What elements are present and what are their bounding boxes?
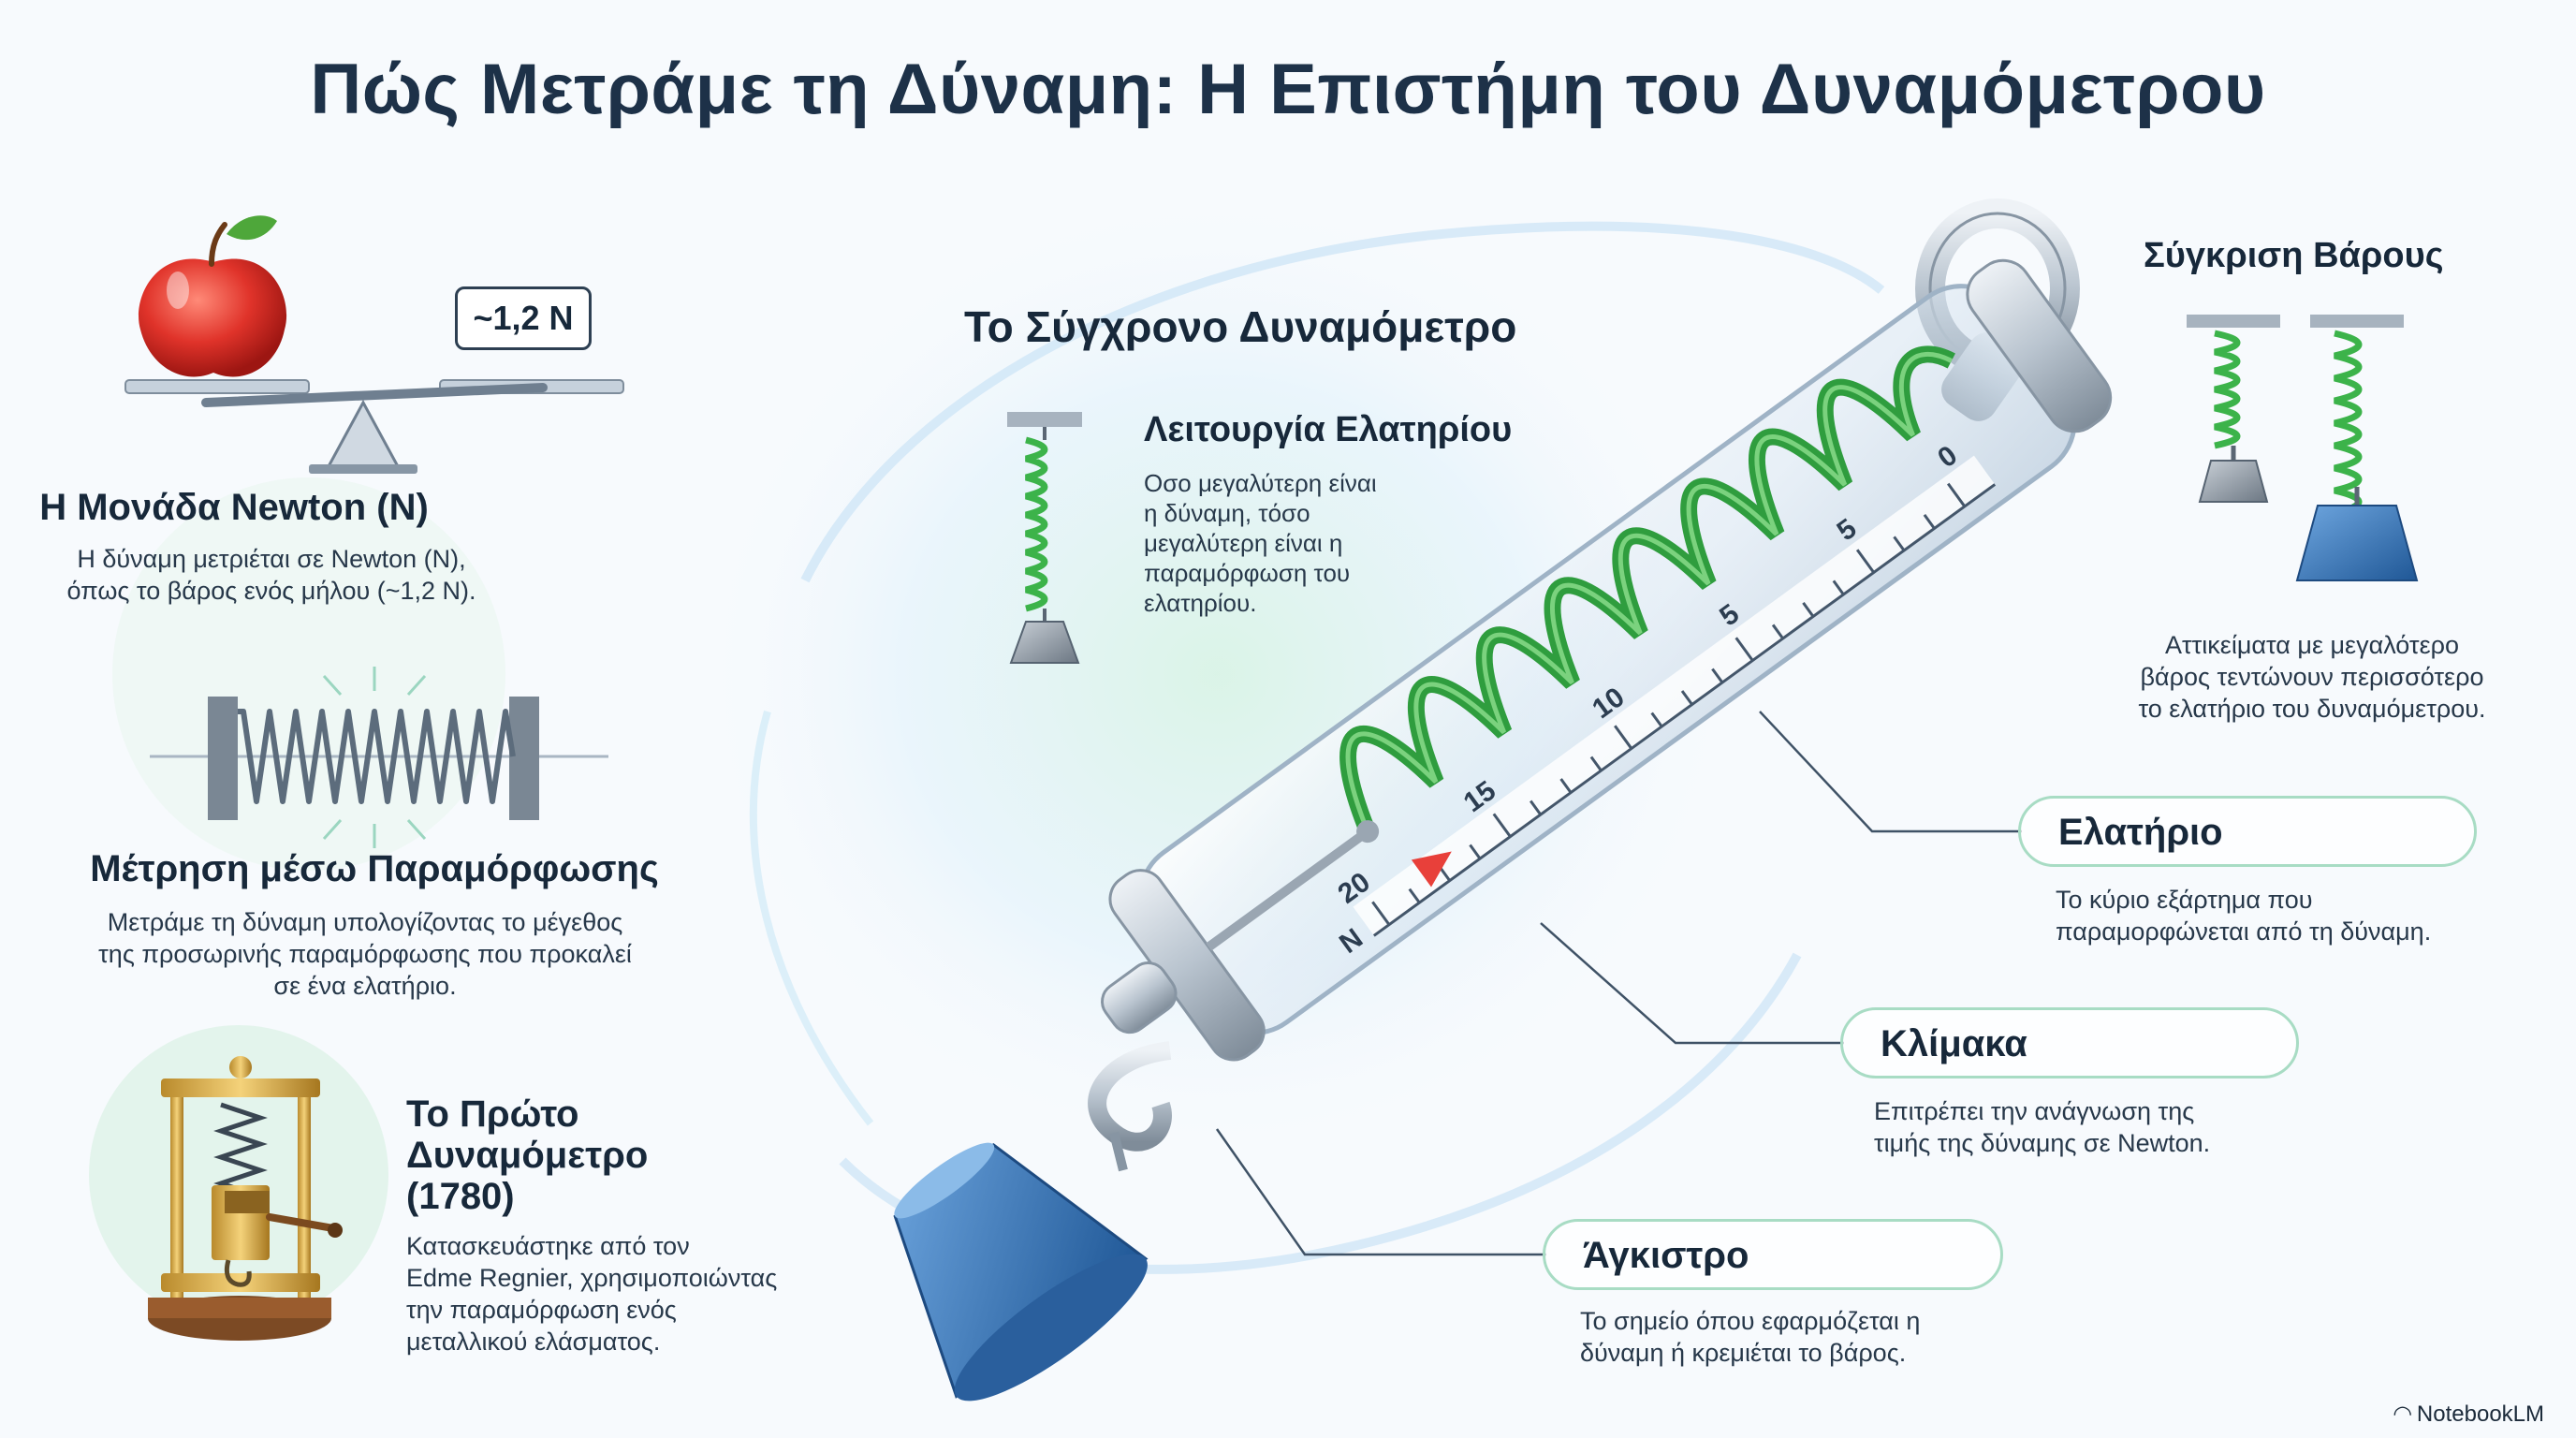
- heavy-weight-spring-icon: [2295, 315, 2419, 581]
- first-heading-line: (1780): [406, 1176, 515, 1217]
- apple-icon: [139, 215, 287, 377]
- callout-scale-text-line: τιμής της δύναμης σε Newton.: [1874, 1129, 2211, 1157]
- comparison-text-line: Αττικείματα με μεγαλότερο: [2164, 631, 2460, 659]
- newton-text-line: Η δύναμη μετριέται σε Newton (N),: [77, 545, 466, 573]
- comparison-text: Αττικείματα με μεγαλότερο βάρος τεντώνου…: [2059, 629, 2565, 725]
- callout-hook-text-line: Το σημείο όπου εφαρμόζεται η: [1580, 1307, 1921, 1335]
- spring-function-text-line: μεγαλύτερη είναι η: [1144, 529, 1343, 557]
- brand-label: NotebookLM: [2416, 1401, 2544, 1427]
- spring-function-text: Οσο μεγαλύτερη είναι η δύναμη, τόσο μεγα…: [1144, 468, 1377, 618]
- background-glow-left: [112, 477, 505, 871]
- first-dynamometer-backdrop: [89, 1025, 388, 1325]
- balance-scale-icon: [124, 379, 624, 474]
- connector-lines: [1215, 711, 2022, 1256]
- deformation-heading: Μέτρηση μέσω Παραμόρφωσης: [90, 848, 659, 889]
- first-heading: Το Πρώτο Δυναμόμετρο (1780): [406, 1093, 648, 1217]
- callout-scale-label: Κλίμακα: [1881, 1023, 2027, 1064]
- brand-mark: ◠NotebookLM: [2393, 1401, 2544, 1428]
- callout-hook-text-line: δύναμη ή κρεμιέται το βάρος.: [1580, 1339, 1907, 1367]
- indicator-pointer: [1411, 851, 1452, 888]
- newton-heading: Η Μονάδα Newton (N): [39, 487, 429, 528]
- newton-text: Η δύναμη μετριέται σε Newton (N), όπως τ…: [37, 543, 505, 607]
- first-heading-line: Το Πρώτο: [406, 1093, 579, 1135]
- callout-spring-text-line: Το κύριο εξάρτημα που: [2056, 886, 2313, 914]
- page-title: Πώς Μετράμε τη Δύναμη: Η Επιστήμη του Δυ…: [310, 50, 2266, 129]
- comparison-text-line: το ελατήριο του δυναμόμετρου.: [2138, 695, 2486, 723]
- deformation-text-line: Μετράμε τη δύναμη υπολογίζοντας το μέγεθ…: [107, 908, 623, 936]
- background-glow: [693, 187, 1741, 1161]
- notebooklm-icon: ◠: [2393, 1401, 2411, 1427]
- modern-heading: Το Σύγχρονο Δυναμόμετρο: [964, 302, 1517, 351]
- first-text-line: Κατασκευάστηκε από τον: [406, 1232, 690, 1260]
- first-heading-line: Δυναμόμετρο: [406, 1135, 649, 1176]
- callout-scale: Κλίμακα: [1840, 1007, 2299, 1078]
- compressed-spring-icon: [150, 667, 608, 848]
- callout-hook: Άγκιστρο: [1543, 1219, 2003, 1290]
- callout-scale-text: Επιτρέπει την ανάγνωση της τιμής της δύν…: [1874, 1095, 2210, 1159]
- spring-function-text-line: ελατηρίου.: [1144, 589, 1257, 617]
- comparison-heading: Σύγκριση Βάρους: [2144, 236, 2444, 275]
- deformation-text-line: σε ένα ελατήριο.: [273, 972, 457, 1000]
- deformation-text-line: της προσωρινής παραμόρφωσης που προκαλεί: [98, 940, 632, 968]
- light-weight-spring-icon: [2187, 315, 2280, 503]
- hanging-spring-weight-icon: [1007, 412, 1082, 664]
- spring-function-heading: Λειτουργία Ελατηρίου: [1144, 410, 1513, 449]
- antique-dynamometer-icon: [148, 1056, 343, 1341]
- first-text: Κατασκευάστηκε από τον Edme Regnier, χρη…: [406, 1230, 777, 1357]
- callout-hook-text: Το σημείο όπου εφαρμόζεται η δύναμη ή κρ…: [1580, 1305, 1920, 1369]
- callout-spring-label: Ελατήριο: [2058, 812, 2223, 853]
- newton-text-line: όπως το βάρος ενός μήλου (~1,2 N).: [66, 577, 476, 605]
- first-text-line: την παραμόρφωση ενός: [406, 1296, 677, 1324]
- first-text-line: μεταλλικού ελάσματος.: [406, 1328, 661, 1356]
- deformation-text: Μετράμε τη δύναμη υπολογίζοντας το μέγεθ…: [37, 906, 693, 1002]
- spring-function-text-line: Οσο μεγαλύτερη είναι: [1144, 469, 1377, 497]
- spring-function-text-line: παραμόρφωση του: [1144, 559, 1351, 587]
- callout-hook-label: Άγκιστρο: [1583, 1235, 1749, 1276]
- hook-weight: [893, 1142, 1149, 1401]
- callout-spring-text: Το κύριο εξάρτημα που παραμορφώνεται από…: [2056, 884, 2431, 947]
- weight-tag: ~1,2 N: [455, 286, 592, 350]
- first-text-line: Edme Regnier, χρησιμοποιώντας: [406, 1264, 778, 1292]
- comparison-text-line: βάρος τεντώνουν περισσότερο: [2140, 663, 2484, 691]
- callout-spring: Ελατήριο: [2018, 796, 2477, 867]
- callout-scale-text-line: Επιτρέπει την ανάγνωση της: [1874, 1097, 2195, 1125]
- dynamometer-illustration: 0 5 5 10 15 20 N: [893, 198, 2113, 1401]
- callout-spring-text-line: παραμορφώνεται από τη δύναμη.: [2056, 917, 2432, 946]
- spring-function-text-line: η δύναμη, τόσο: [1144, 499, 1310, 527]
